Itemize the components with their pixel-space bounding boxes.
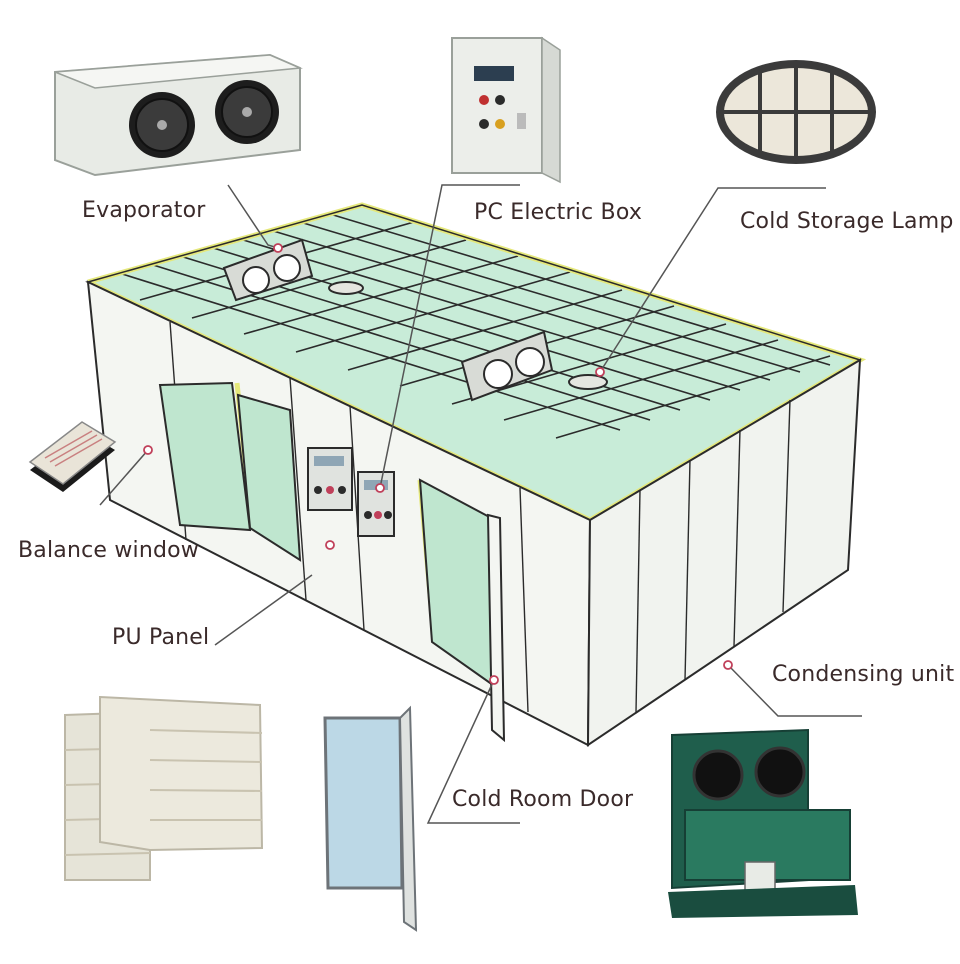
cold-room-structure [85, 202, 867, 747]
door-icon [323, 705, 418, 932]
wall-control-box-1 [307, 447, 353, 511]
evaporator-icon [54, 53, 303, 177]
door-opening [418, 478, 506, 743]
label-evaporator: Evaporator [82, 198, 206, 223]
ceiling-lamp-1 [328, 281, 364, 295]
wall-control-box-2 [357, 471, 395, 537]
leader-dots [143, 243, 733, 685]
pu-panel-stack-icon [64, 695, 264, 881]
label-cold-room-door: Cold Room Door [452, 787, 634, 812]
ceiling-lamp-2 [568, 374, 608, 390]
label-pu-panel: PU Panel [112, 625, 210, 650]
lamp-icon [716, 60, 876, 164]
label-pc-electric-box: PC Electric Box [474, 200, 643, 225]
ceiling-evaporator-2 [460, 330, 554, 402]
label-balance-window: Balance window [18, 538, 200, 563]
condensing-unit-icon [668, 728, 858, 918]
label-cold-storage-lamp: Cold Storage Lamp [740, 209, 954, 234]
label-condensing-unit: Condensing unit [772, 662, 955, 687]
side-wall [586, 358, 862, 747]
leader-lines [99, 184, 862, 824]
ceiling-evaporator-1 [222, 238, 314, 302]
electric-box-icon [451, 36, 561, 184]
balance-window-icon [28, 421, 117, 492]
balance-window-opening [158, 381, 302, 562]
